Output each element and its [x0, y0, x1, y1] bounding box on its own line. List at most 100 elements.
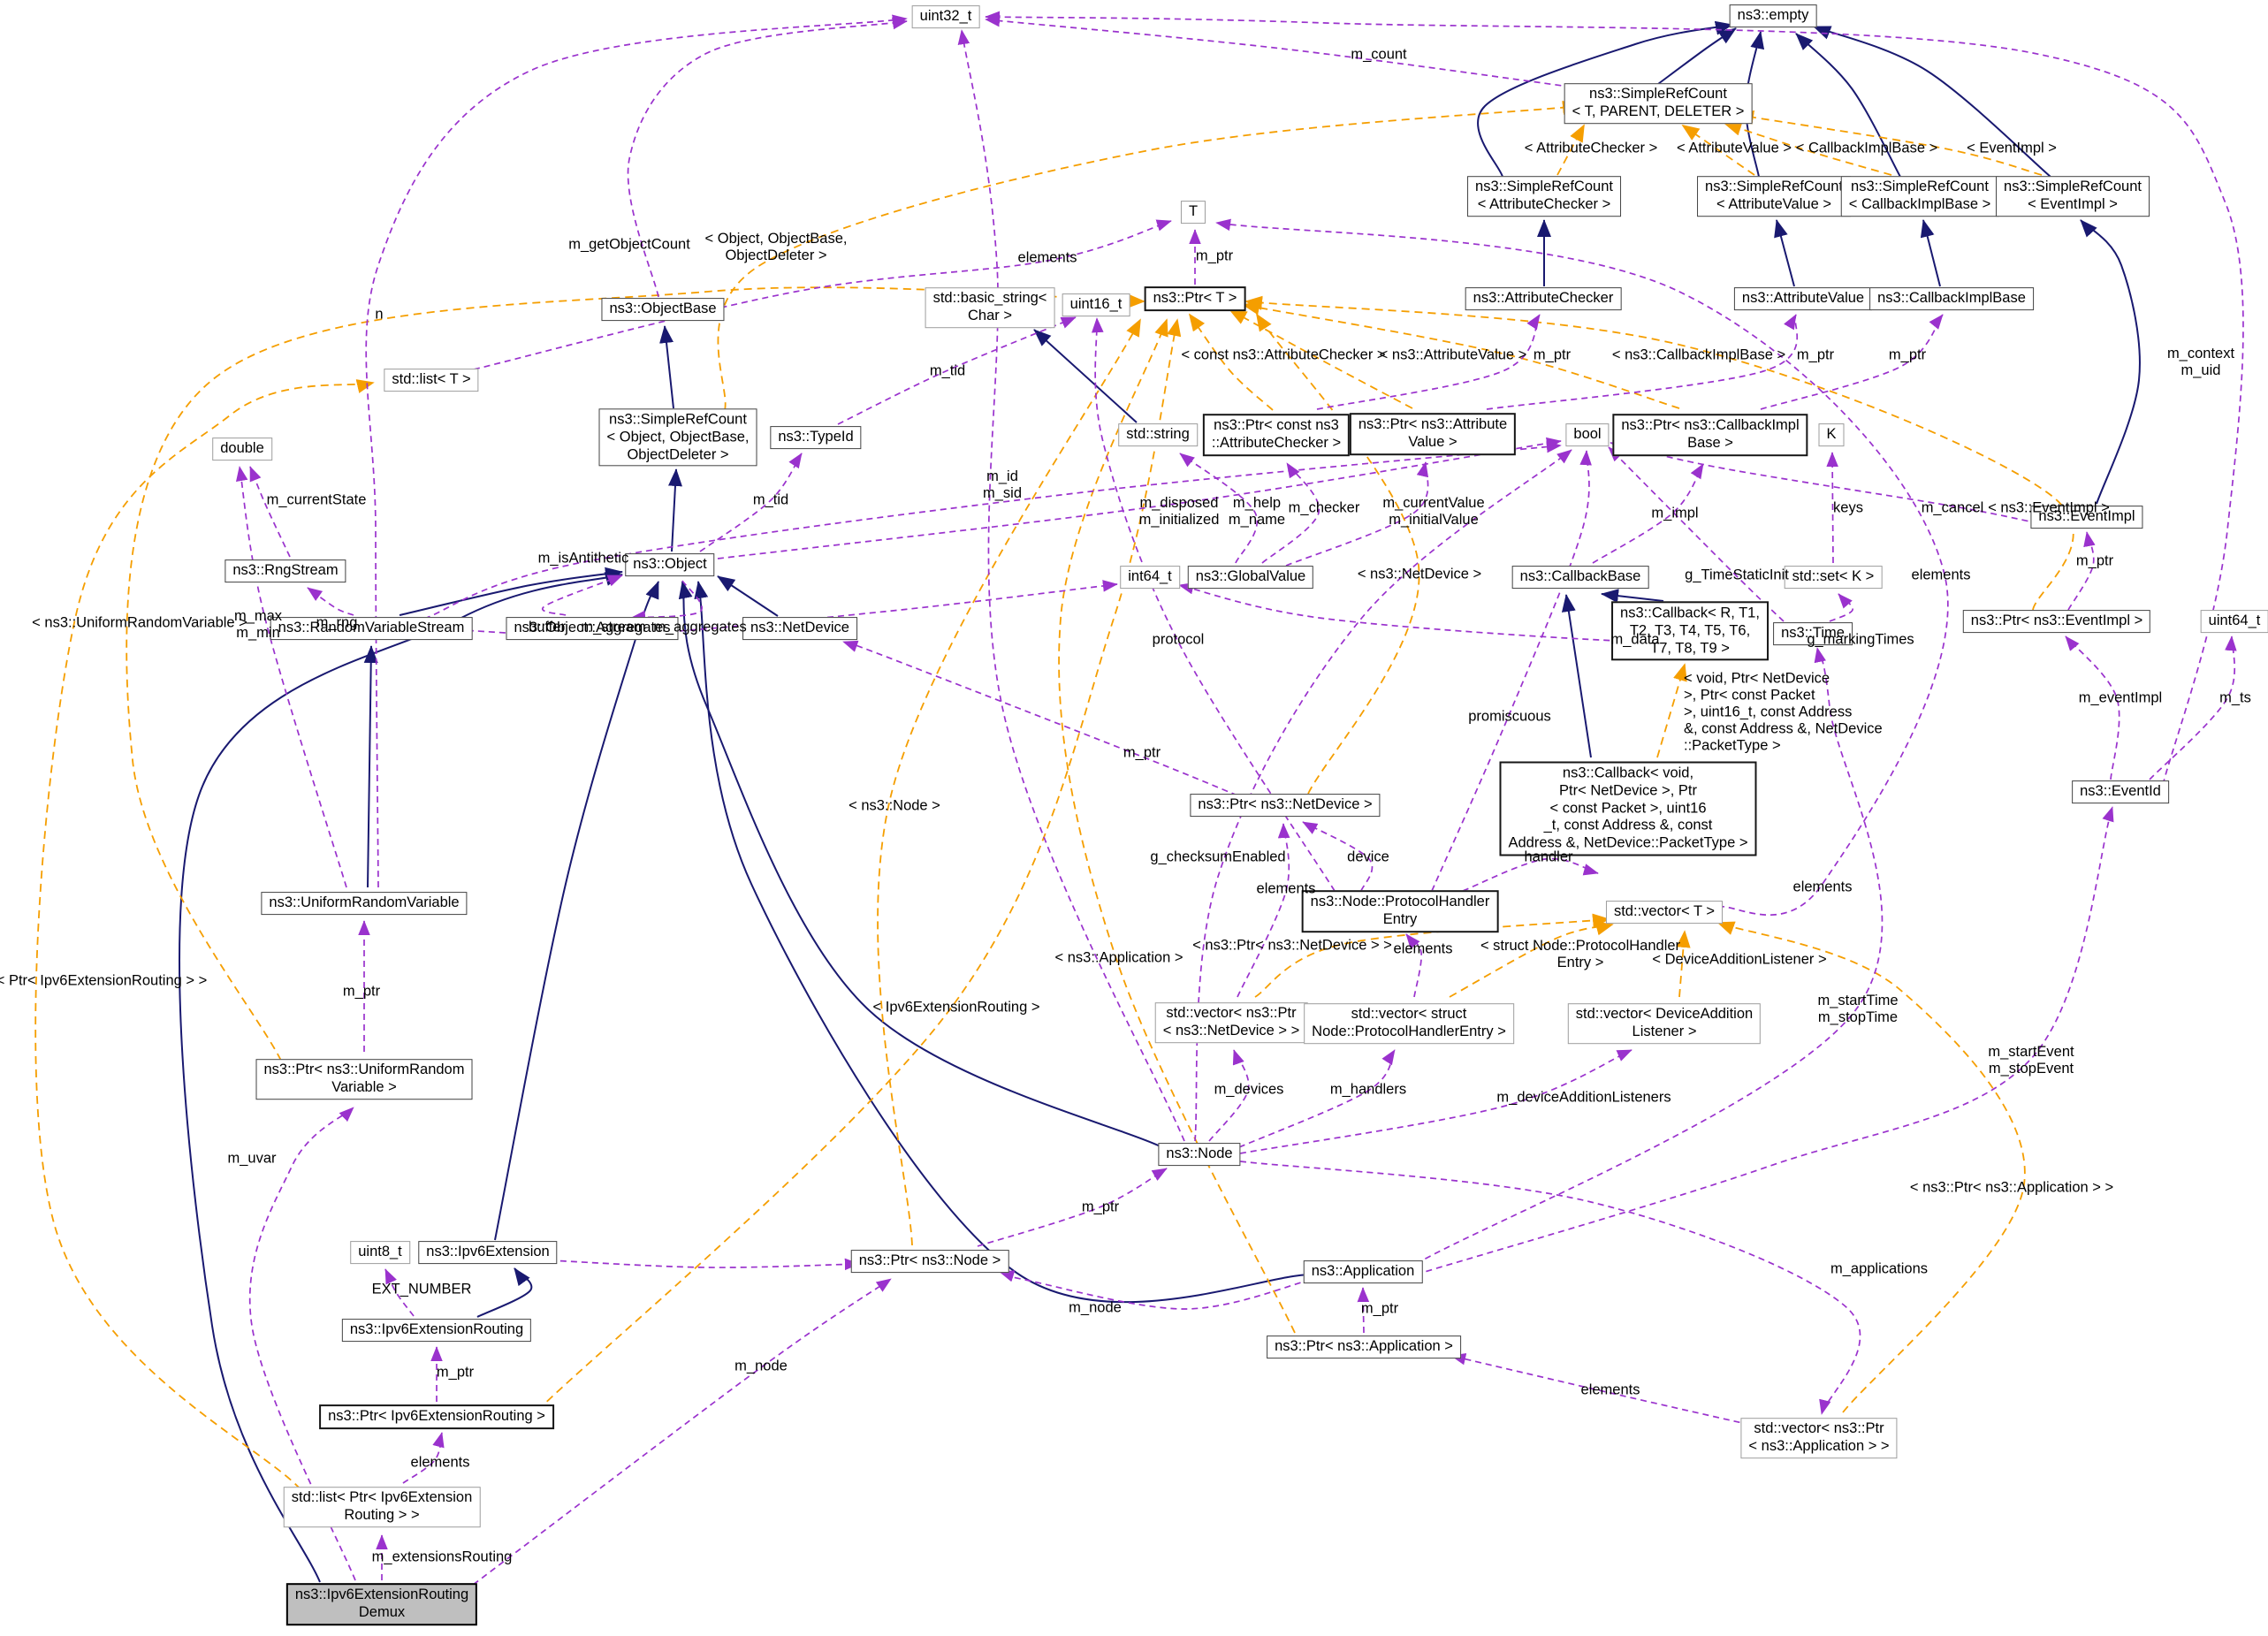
- class-node-ptr_ei[interactable]: ns3::Ptr< ns3::EventImpl >: [1962, 610, 2151, 633]
- class-node-src_ac[interactable]: ns3::SimpleRefCount < AttributeChecker >: [1467, 176, 1621, 217]
- edge-label: < Object, ObjectBase, ObjectDeleter >: [704, 231, 848, 263]
- class-node-uint16_t[interactable]: uint16_t: [1062, 293, 1130, 316]
- class-node-vec_phe[interactable]: std::vector< struct Node::ProtocolHandle…: [1304, 1003, 1514, 1044]
- edge-label: EXT_NUMBER: [371, 1281, 472, 1297]
- class-node-rvs[interactable]: ns3::RandomVariableStream: [270, 617, 473, 640]
- class-node-src_av[interactable]: ns3::SimpleRefCount < AttributeValue >: [1697, 176, 1851, 217]
- class-node-ptr_ier[interactable]: ns3::Ptr< Ipv6ExtensionRouting >: [319, 1404, 554, 1429]
- class-node-urv[interactable]: ns3::UniformRandomVariable: [261, 892, 468, 915]
- edge-label: m_uvar: [227, 1150, 277, 1167]
- class-node-src_ei[interactable]: ns3::SimpleRefCount < EventImpl >: [1996, 176, 2150, 217]
- edge-label: elements: [1393, 940, 1453, 957]
- class-node-ipv6ext[interactable]: ns3::Ipv6Extension: [418, 1241, 558, 1264]
- class-node-eventid[interactable]: ns3::EventId: [2072, 780, 2169, 803]
- edge-label: < ns3::Node >: [849, 797, 940, 814]
- edge-label: < DeviceAdditionListener >: [1652, 951, 1827, 968]
- class-node-t[interactable]: T: [1180, 201, 1206, 224]
- class-node-rngstream[interactable]: ns3::RngStream: [225, 559, 346, 582]
- class-node-ptr_cac[interactable]: ns3::Ptr< const ns3 ::AttributeChecker >: [1202, 414, 1351, 456]
- class-node-uint32_t[interactable]: uint32_t: [911, 5, 980, 28]
- edge-use-64: [1826, 452, 1838, 564]
- edge-use-48: [235, 466, 347, 888]
- edge-label: < ns3::UniformRandomVariable >: [32, 614, 247, 631]
- class-node-set_k[interactable]: std::set< K >: [1784, 566, 1883, 589]
- class-node-globalvalue[interactable]: ns3::GlobalValue: [1187, 566, 1314, 589]
- edge-use-42: [985, 14, 1583, 89]
- class-node-node[interactable]: ns3::Node: [1158, 1143, 1241, 1166]
- edge-label: m_ptr: [2075, 552, 2114, 569]
- class-node-basic_string[interactable]: std::basic_string< Char >: [925, 287, 1055, 328]
- edge-label: elements: [1256, 880, 1316, 897]
- class-node-vec_nd[interactable]: std::vector< ns3::Ptr < ns3::NetDevice >…: [1154, 1002, 1308, 1043]
- class-node-list_ier[interactable]: std::list< Ptr< Ipv6Extension Routing > …: [283, 1487, 481, 1527]
- edge-template-41: [1656, 663, 1687, 758]
- edge-inherit-18: [363, 645, 378, 888]
- class-node-ptr_t[interactable]: ns3::Ptr< T >: [1144, 286, 1246, 311]
- class-node-aggregates[interactable]: ns3::Object::Aggregates: [506, 617, 679, 640]
- class-node-uint8_t[interactable]: uint8_t: [350, 1241, 410, 1264]
- class-node-cb_impl_base[interactable]: ns3::CallbackImplBase: [1869, 287, 2034, 310]
- class-node-ptr_nd[interactable]: ns3::Ptr< ns3::NetDevice >: [1190, 794, 1381, 817]
- class-node-phe[interactable]: ns3::Node::ProtocolHandler Entry: [1301, 890, 1499, 932]
- edge-inherit-14: [678, 581, 1163, 1148]
- class-node-vec_app[interactable]: std::vector< ns3::Ptr < ns3::Application…: [1740, 1418, 1898, 1458]
- class-node-bool[interactable]: bool: [1565, 423, 1610, 446]
- edge-label: < ns3::NetDevice >: [1357, 566, 1482, 582]
- class-node-ptr_node[interactable]: ns3::Ptr< ns3::Node >: [850, 1250, 1009, 1273]
- class-node-callbackbase[interactable]: ns3::CallbackBase: [1511, 566, 1649, 589]
- edge-use-81: [1208, 1049, 1250, 1142]
- class-node-typeid[interactable]: ns3::TypeId: [770, 426, 862, 449]
- edge-label: m_aggregates: [653, 619, 747, 635]
- class-node-string[interactable]: std::string: [1118, 423, 1198, 446]
- class-node-time[interactable]: ns3::Time: [1773, 622, 1853, 645]
- class-node-demux[interactable]: ns3::Ipv6ExtensionRouting Demux: [285, 1583, 478, 1625]
- edge-label: m_applications: [1830, 1260, 1929, 1277]
- class-node-double[interactable]: double: [212, 438, 272, 460]
- edge-label: m_node: [734, 1358, 788, 1374]
- edge-label: m_devices: [1214, 1081, 1284, 1098]
- edge-use-60: [1760, 314, 1944, 410]
- edge-use-100: [957, 29, 1185, 1142]
- class-node-callback_void[interactable]: ns3::Callback< void, Ptr< NetDevice >, P…: [1499, 761, 1757, 856]
- edge-label: protocol: [1152, 631, 1205, 648]
- edge-inherit-12: [399, 567, 623, 616]
- edge-inherit-17: [179, 572, 623, 1583]
- edge-label: < AttributeChecker >: [1524, 140, 1658, 156]
- edge-label: m_getObjectCount: [568, 236, 690, 253]
- class-node-k[interactable]: K: [1818, 423, 1845, 446]
- class-node-list_t[interactable]: std::list< T >: [384, 369, 479, 392]
- edge-use-56: [1261, 462, 1320, 564]
- class-node-ptr_urv[interactable]: ns3::Ptr< ns3::UniformRandom Variable >: [255, 1059, 473, 1100]
- edge-label: m_ptr: [1195, 247, 1234, 264]
- edge-label: device: [1347, 848, 1389, 865]
- edge-label: elements: [1911, 567, 1971, 583]
- class-node-empty[interactable]: ns3::empty: [1729, 4, 1817, 27]
- class-node-attr_value[interactable]: ns3::AttributeValue: [1733, 287, 1873, 310]
- edge-label: m_ptr: [1360, 1300, 1399, 1317]
- class-node-vector_t[interactable]: std::vector< T >: [1605, 901, 1724, 924]
- class-node-callback_r[interactable]: ns3::Callback< R, T1, T2, T3, T4, T5, T6…: [1611, 601, 1769, 661]
- class-node-vec_dal[interactable]: std::vector< DeviceAddition Listener >: [1567, 1003, 1762, 1044]
- class-node-uint64_t[interactable]: uint64_t: [2200, 610, 2268, 633]
- class-node-netdevice[interactable]: ns3::NetDevice: [742, 617, 857, 640]
- class-node-eventimpl[interactable]: ns3::EventImpl: [2030, 506, 2143, 529]
- class-node-objectbase[interactable]: ns3::ObjectBase: [601, 298, 725, 321]
- edge-template-35: [34, 379, 375, 1490]
- class-node-attr_checker[interactable]: ns3::AttributeChecker: [1465, 287, 1622, 310]
- class-node-ptr_cib[interactable]: ns3::Ptr< ns3::CallbackImpl Base >: [1612, 414, 1808, 456]
- class-node-int64_t[interactable]: int64_t: [1120, 566, 1180, 589]
- class-node-ptr_av[interactable]: ns3::Ptr< ns3::Attribute Value >: [1349, 413, 1517, 455]
- class-node-application[interactable]: ns3::Application: [1303, 1260, 1423, 1283]
- edge-label: m_impl: [1651, 505, 1699, 521]
- edge-label: m_ptr: [1533, 346, 1572, 363]
- class-node-object[interactable]: ns3::Object: [625, 553, 715, 576]
- class-node-ptr_app[interactable]: ns3::Ptr< ns3::Application >: [1267, 1335, 1461, 1358]
- edge-use-91: [1415, 806, 2114, 1275]
- class-node-src_cib[interactable]: ns3::SimpleRefCount < CallbackImplBase >: [1840, 176, 1999, 217]
- edge-use-57: [1285, 461, 1429, 567]
- class-node-src_ood[interactable]: ns3::SimpleRefCount < Object, ObjectBase…: [598, 408, 757, 467]
- class-node-src_tpd[interactable]: ns3::SimpleRefCount < T, PARENT, DELETER…: [1564, 83, 1753, 124]
- edge-label: < ns3::Application >: [1054, 949, 1183, 966]
- edge-template-28: [1229, 309, 1413, 409]
- class-node-ipv6extrouting[interactable]: ns3::Ipv6ExtensionRouting: [341, 1319, 532, 1342]
